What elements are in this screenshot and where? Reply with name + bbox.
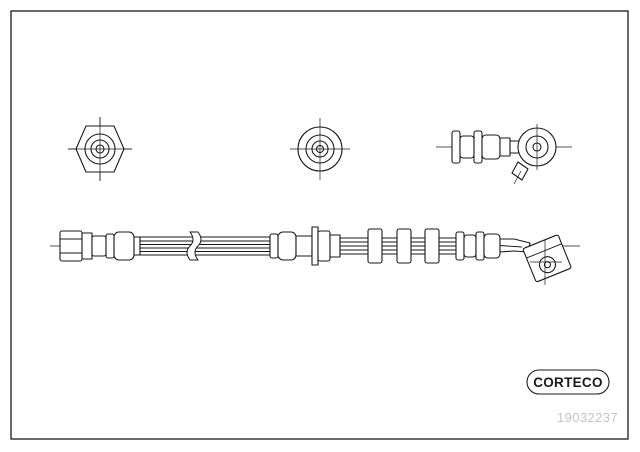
drawing-frame (10, 10, 629, 440)
hose-body (139, 231, 271, 261)
side-view-banjo-fitting (436, 124, 572, 185)
brand-logo-text: CORTECO (533, 375, 603, 390)
part-number: 19032237 (556, 410, 618, 425)
end-view-hex-fitting (68, 117, 132, 181)
brand-logo: CORTECO (526, 369, 610, 395)
hose-clip-3 (424, 228, 440, 264)
brake-hose-assembly (50, 226, 580, 285)
hose-left-hex (59, 230, 83, 262)
hose-right-banjo (522, 234, 572, 283)
end-view-round-fitting (290, 118, 350, 180)
hose-clip-2 (396, 228, 412, 264)
hose-clip-1 (367, 228, 383, 264)
